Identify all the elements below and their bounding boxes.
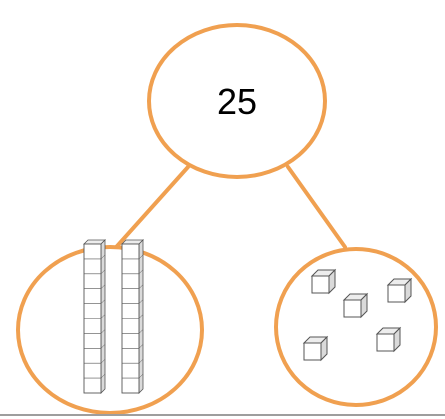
one-cube (302, 335, 329, 362)
one-cube (386, 277, 413, 304)
part-tens-node (16, 239, 204, 415)
one-cube (342, 292, 369, 319)
tens-rods (83, 239, 144, 394)
one-cube (375, 326, 402, 353)
ten-rod (121, 239, 144, 394)
part-tens-circle (16, 245, 204, 415)
whole-circle (147, 23, 327, 179)
connector-left (108, 165, 190, 256)
whole-value: 25 (217, 81, 257, 122)
part-ones-node (274, 247, 438, 407)
whole-node: 25 (147, 23, 327, 179)
ten-rod (83, 239, 106, 394)
part-ones-circle (274, 247, 438, 407)
one-cube (310, 268, 337, 295)
connector-right (286, 165, 347, 249)
ones-cubes (302, 268, 413, 362)
